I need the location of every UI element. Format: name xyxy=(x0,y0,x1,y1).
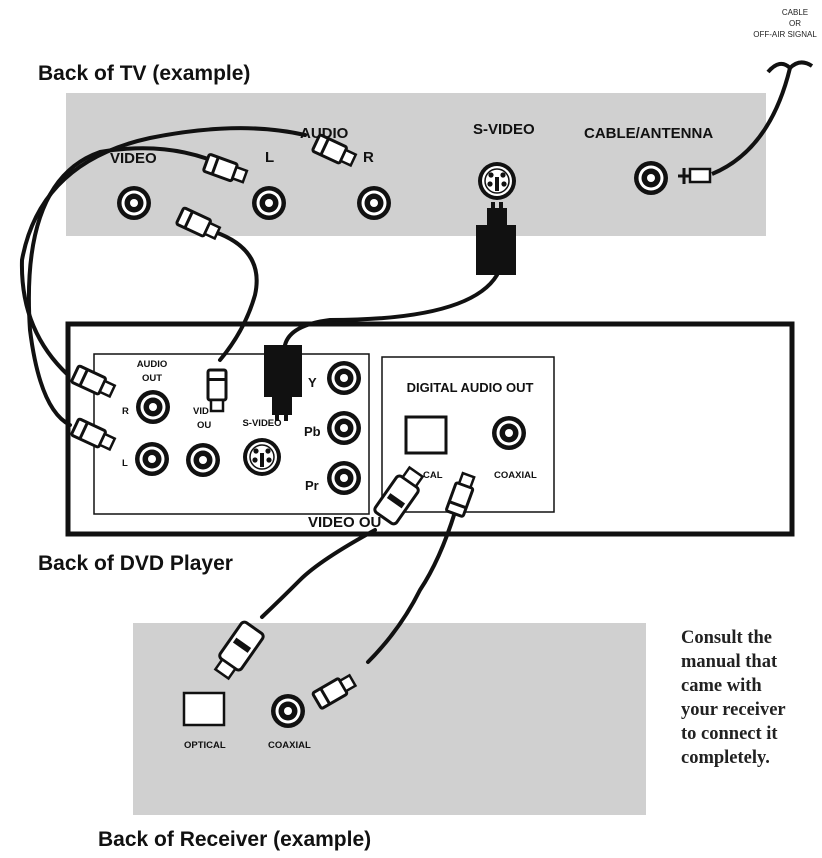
dvd-audio-out-label-2: OUT xyxy=(142,373,162,384)
receiver-optical-label: OPTICAL xyxy=(184,740,226,751)
dvd-svideo-jack xyxy=(242,437,282,477)
dvd-coaxial-label: COAXIAL xyxy=(494,470,537,481)
tv-heading: Back of TV (example) xyxy=(38,62,250,85)
receiver-heading: Back of Receiver (example) xyxy=(98,828,371,851)
dvd-heading: Back of DVD Player xyxy=(38,552,233,575)
dvd-svideo-label: S-VIDEO xyxy=(242,418,281,429)
dvd-audio-r-jack xyxy=(136,390,170,424)
dvd-video-jack xyxy=(186,443,220,477)
note-line: manual that xyxy=(681,652,778,672)
dvd-audio-l-label: L xyxy=(122,458,128,469)
note-line: to connect it xyxy=(681,724,778,744)
receiver-optical-port xyxy=(182,691,226,727)
antenna-connector xyxy=(678,167,712,184)
dvd-digital-audio-out-label: DIGITAL AUDIO OUT xyxy=(407,380,534,395)
tv-video-jack xyxy=(117,186,151,220)
receiver-coaxial-jack xyxy=(271,694,305,728)
dvd-audio-r-label: R xyxy=(122,406,129,417)
dvd-y-label: Y xyxy=(308,375,317,390)
dvd-video-out-small-1: VID xyxy=(193,406,209,417)
optical-cable xyxy=(260,528,377,619)
tv-antenna-label: CABLE/ANTENNA xyxy=(584,125,713,142)
svideo-cable xyxy=(283,273,499,347)
tv-svideo-jack xyxy=(477,161,517,201)
antenna-cable xyxy=(711,67,792,176)
dvd-pr-jack xyxy=(327,461,361,495)
dvd-optical-plug xyxy=(373,465,425,526)
dvd-pb-label: Pb xyxy=(304,424,321,439)
note-line: Consult the xyxy=(681,628,772,648)
dvd-optical-label: CAL xyxy=(423,470,443,481)
dvd-video-out-small-2: OU xyxy=(197,420,211,431)
signal-label-line2: OR xyxy=(789,19,801,28)
note-line: completely. xyxy=(681,748,770,768)
dvd-optical-port xyxy=(404,415,448,455)
tv-svideo-label: S-VIDEO xyxy=(473,121,535,138)
tv-svideo-plug xyxy=(476,202,516,275)
dvd-svideo-plug xyxy=(264,345,302,421)
signal-label-line1: CABLE xyxy=(782,8,808,17)
tv-audio-l-label: L xyxy=(265,149,274,166)
receiver-coaxial-label: COAXIAL xyxy=(268,740,311,751)
note-line: your receiver xyxy=(681,700,786,720)
note-line: came with xyxy=(681,676,762,696)
coaxial-cable xyxy=(366,510,457,664)
dvd-video-out-label: VIDEO OU xyxy=(308,514,381,531)
tv-audio-r-label: R xyxy=(363,149,374,166)
dvd-analog-section xyxy=(93,353,370,515)
dvd-pb-jack xyxy=(327,411,361,445)
dvd-coaxial-jack xyxy=(492,416,526,450)
tv-audio-l-jack xyxy=(252,186,286,220)
dvd-video-plug xyxy=(206,368,228,413)
tv-audio-r-jack xyxy=(357,186,391,220)
receiver-note: Consult the manual that came with your r… xyxy=(681,626,821,770)
receiver-optical-plug xyxy=(213,620,265,681)
dvd-y-jack xyxy=(327,361,361,395)
tv-antenna-jack xyxy=(634,161,668,195)
dvd-audio-l-jack xyxy=(135,442,169,476)
dvd-pr-label: Pr xyxy=(305,478,319,493)
tv-audio-label: AUDIO xyxy=(300,125,349,142)
video-cable xyxy=(213,230,259,362)
audio-r-cable xyxy=(19,126,307,377)
signal-label-line3: OFF-AIR SIGNAL xyxy=(753,30,817,39)
tv-video-label: VIDEO xyxy=(110,150,157,167)
dvd-audio-out-label-1: AUDIO xyxy=(137,359,168,370)
